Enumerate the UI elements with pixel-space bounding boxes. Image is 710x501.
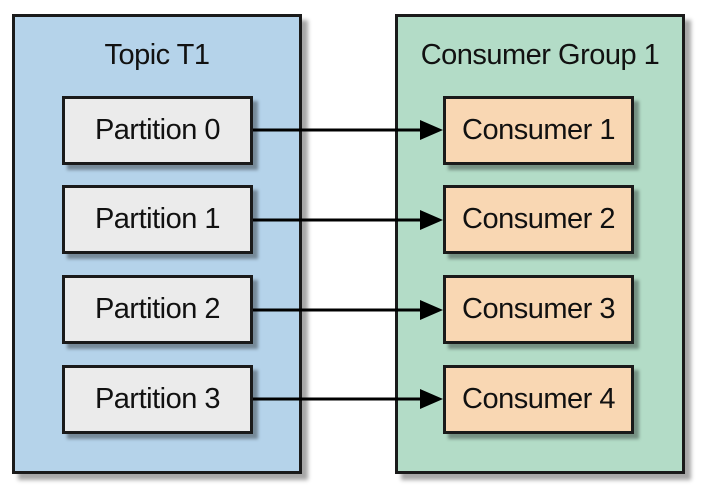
partition-3-box: Partition 3: [62, 365, 253, 434]
topic-title: Topic T1: [104, 39, 210, 71]
consumer-3-box: Consumer 3: [443, 275, 634, 344]
partition-0-box: Partition 0: [62, 96, 253, 165]
consumer-2-box: Consumer 2: [443, 185, 634, 254]
partition-2-box: Partition 2: [62, 275, 253, 344]
consumer-4-box: Consumer 4: [443, 365, 634, 434]
consumer-1-box: Consumer 1: [443, 96, 634, 165]
partition-1-box: Partition 1: [62, 185, 253, 254]
consumer-group-title: Consumer Group 1: [420, 39, 660, 71]
